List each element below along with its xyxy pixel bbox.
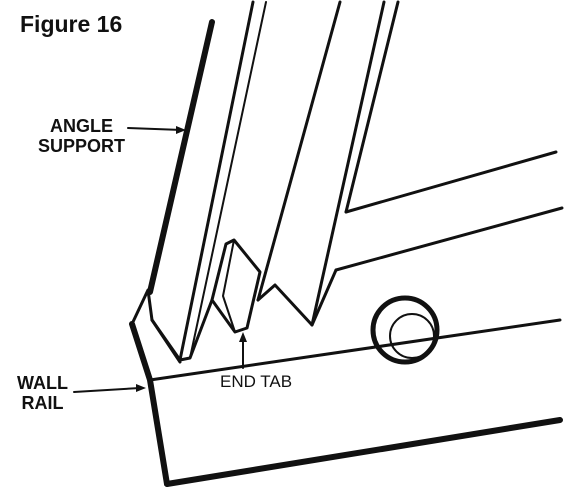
bolt-hole-outer [370, 295, 440, 365]
angle-support-bottom-right [256, 268, 338, 327]
angle-support-label-line1: ANGLE [50, 116, 113, 136]
angle-support-label: ANGLE SUPPORT [38, 116, 126, 157]
angle-support-leader [127, 127, 183, 131]
angle-support-flange-inner [189, 1, 267, 359]
angle-support-back-edge [310, 0, 386, 327]
angle-support-rear-edge [344, 0, 400, 214]
angle-support-arrowhead [176, 126, 186, 134]
cross-member-bottom [334, 206, 564, 272]
end-tab [210, 238, 262, 334]
end-tab-arrowhead [239, 332, 247, 342]
wall-rail-arrowhead [136, 384, 146, 392]
wall-rail-lip [148, 318, 562, 382]
wall-rail-label-line2: RAIL [21, 392, 64, 413]
angle-support-outer-edge [147, 19, 215, 295]
wall-rail-front-edge [129, 321, 170, 487]
end-tab-face-edge [222, 239, 236, 333]
cross-member-top [344, 150, 558, 214]
angle-support-flange-left [178, 0, 255, 362]
wall-rail-top-edge [130, 288, 154, 326]
angle-support-flange-mid [256, 0, 342, 302]
figure-title: Figure 16 [20, 11, 123, 37]
bolt-hole-inner [389, 313, 435, 359]
wall-rail-label: WALL RAIL [17, 373, 68, 414]
wall-rail-label-line1: WALL [17, 373, 68, 393]
wall-rail-upper-line [150, 318, 182, 364]
wall-rail-bottom-edge [164, 417, 563, 487]
wall-rail-leader [73, 387, 141, 393]
end-tab-label: END TAB [220, 372, 293, 391]
angle-support-label-line2: SUPPORT [38, 135, 126, 156]
